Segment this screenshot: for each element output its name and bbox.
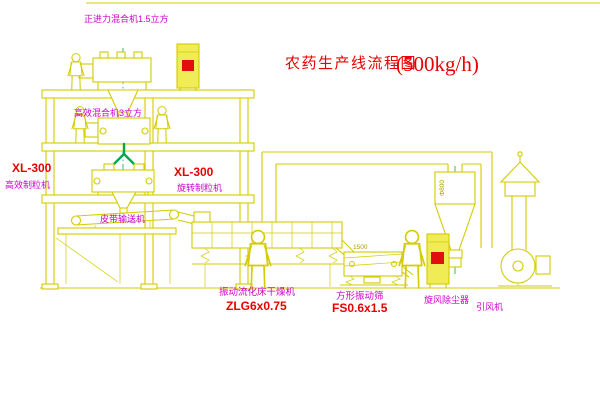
- fluid-bed-dryer: [191, 211, 355, 287]
- belt-conveyor: [70, 209, 195, 228]
- label-induced-draft-fan: 引风机: [476, 301, 503, 312]
- stack-vent-cap: [499, 161, 541, 183]
- label-belt-conveyor: 皮带输送机: [100, 213, 145, 224]
- cyclone-diameter-dim: Φ800: [439, 180, 446, 196]
- label-dryer-model: ZLG6x0.75: [226, 299, 287, 313]
- exhaust-duct: [261, 151, 493, 248]
- label-top-mixer: 正进力混合机1.5立方: [84, 13, 169, 24]
- control-cabinet-lower: [426, 233, 450, 288]
- label-granulator-right-model: XL-300: [174, 165, 214, 179]
- rotary-granulator: [91, 163, 155, 214]
- fan-motor: [535, 255, 551, 275]
- label-cyclone: 旋风除尘器: [424, 294, 469, 305]
- screen-length-dim: 1500: [353, 244, 368, 251]
- label-fluid-bed-dryer: 振动流化床干燥机: [219, 286, 296, 298]
- plow-mixer: [78, 51, 152, 119]
- fan-scroll: [500, 248, 536, 284]
- worker-figure: [398, 229, 426, 289]
- label-vibrating-screen: 方形振动筛: [336, 290, 384, 302]
- label-granulator-right-name: 旋转制粒机: [177, 182, 222, 193]
- panel-indicator: [182, 60, 194, 71]
- drawing-capacity: (500kg/h): [396, 52, 479, 76]
- panel-indicator: [431, 252, 444, 264]
- worker-figure: [153, 106, 171, 144]
- label-granulator-left-model: XL-300: [12, 161, 52, 175]
- label-screen-model: FS0.6x1.5: [332, 301, 388, 315]
- label-granulator-left-name: 高效制粒机: [5, 179, 50, 190]
- label-floor-mixer: 高效混合机3立方: [74, 107, 142, 118]
- induced-draft-fan: [498, 151, 552, 287]
- high-efficiency-mixer: [84, 117, 151, 145]
- drawing-title: 农药生产线流程图: [285, 55, 417, 72]
- worker-figure: [67, 53, 85, 91]
- control-cabinet-upper: [176, 43, 200, 91]
